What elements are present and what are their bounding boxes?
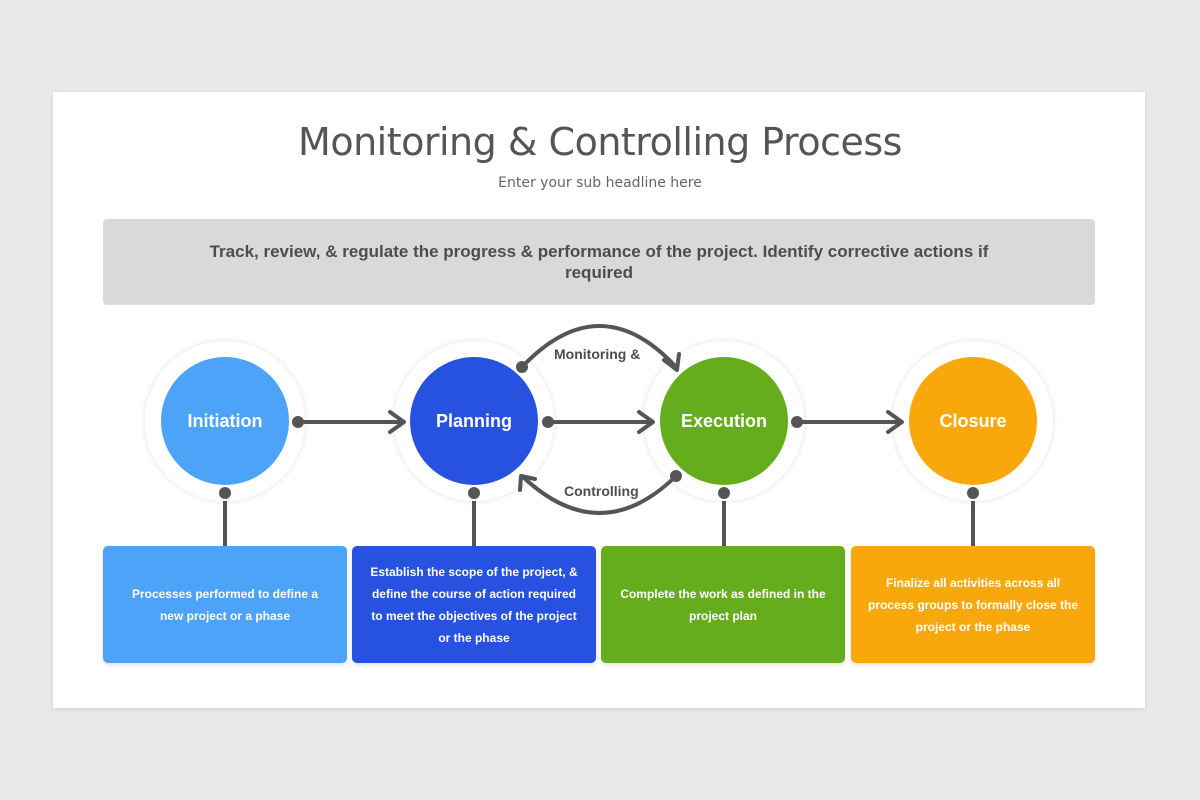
execution-description: Complete the work as defined in the proj… (620, 586, 826, 623)
execution-label: Execution (680, 410, 768, 431)
arrow-head-3 (886, 410, 904, 434)
summary-banner: Track, review, & regulate the progress &… (103, 219, 1095, 305)
planning-node (410, 357, 538, 485)
execution-description-box: Complete the work as defined in the proj… (601, 546, 845, 663)
closure-label: Closure (939, 410, 1007, 431)
arrow-head-2 (637, 410, 655, 434)
controlling-label: Controlling (564, 483, 639, 499)
monitoring-label: Monitoring & (554, 346, 641, 362)
summary-banner-text: Track, review, & regulate the progress &… (209, 242, 989, 282)
closure-description: Finalize all activities across all proce… (867, 575, 1079, 634)
initiation-node (161, 357, 289, 485)
planning-description: Establish the scope of the project, & de… (370, 564, 578, 645)
initiation-description: Processes performed to define a new proj… (131, 586, 319, 623)
monitoring-arc (520, 324, 678, 369)
monitoring-arc-head (662, 352, 681, 372)
page-subtitle: Enter your sub headline here (498, 175, 702, 191)
controlling-arc-head (518, 474, 537, 492)
initiation-description-box: Processes performed to define a new proj… (103, 546, 347, 663)
arrow-head-1 (388, 410, 406, 434)
planning-description-box: Establish the scope of the project, & de… (352, 546, 596, 663)
page-title: Monitoring & Controlling Process (298, 120, 902, 164)
initiation-label: Initiation (187, 410, 263, 431)
execution-node (660, 357, 788, 485)
closure-node (909, 357, 1037, 485)
controlling-arc (520, 474, 678, 515)
planning-label: Planning (436, 410, 512, 431)
closure-description-box: Finalize all activities across all proce… (851, 546, 1095, 663)
